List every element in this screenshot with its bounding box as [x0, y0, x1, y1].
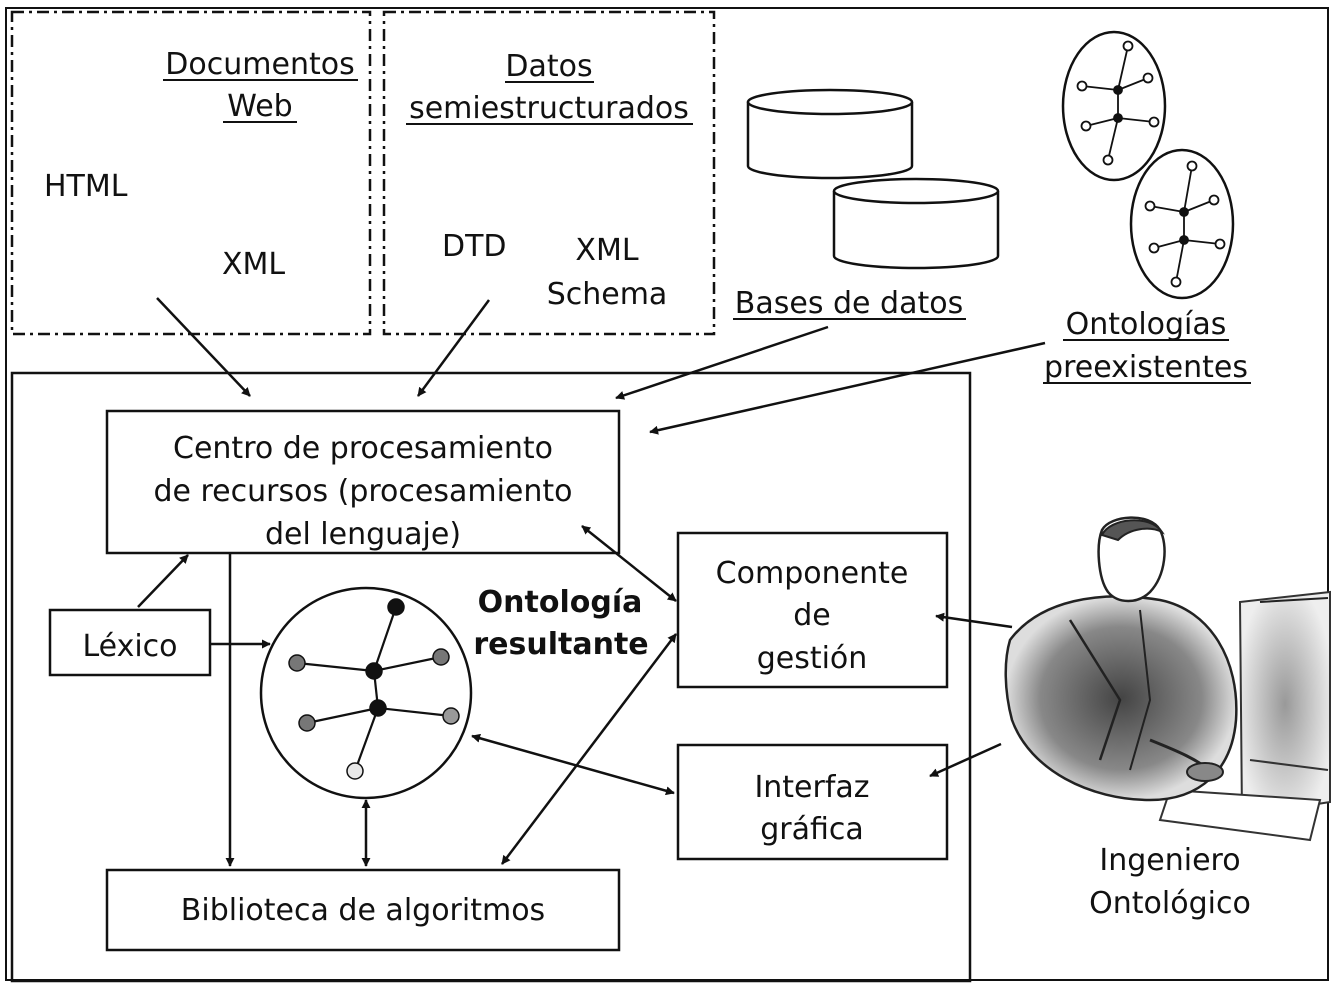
semistructured-data-group: Datos semiestructurados DTD XML Schema — [382, 10, 716, 336]
database-cylinder-icon — [746, 88, 914, 180]
management-component-line-1: Componente — [716, 556, 909, 591]
arrow-engineer-to-interface — [929, 742, 1002, 778]
arrow-library-management — [501, 633, 677, 865]
ontology-engineer-icon — [1004, 516, 1331, 842]
management-component-box: Componente de gestión — [676, 531, 949, 689]
lexicon-label: Léxico — [82, 629, 177, 664]
dtd-label: DTD — [442, 229, 507, 264]
arrow-ontology-interface — [471, 733, 675, 796]
algorithm-library-box: Biblioteca de algoritmos — [105, 868, 621, 952]
web-documents-group: Documentos Web HTML XML — [10, 10, 372, 336]
processing-center-box: Centro de procesamiento de recursos (pro… — [105, 409, 621, 555]
html-label: HTML — [44, 169, 128, 204]
database-cylinder-icon — [832, 177, 1000, 270]
resulting-ontology-label-2: resultante — [473, 627, 648, 662]
arrow-semistructured-to-center — [416, 299, 491, 397]
management-component-line-2: de — [793, 598, 831, 633]
processing-center-line-3: del lenguaje) — [265, 517, 461, 552]
processing-center-line-1: Centro de procesamiento — [173, 431, 553, 466]
resulting-ontology-label-1: Ontología — [478, 585, 643, 620]
web-documents-title-1: Documentos — [165, 47, 354, 82]
semistructured-data-box — [382, 10, 716, 336]
engineer-label-2: Ontológico — [1089, 886, 1251, 921]
resulting-ontology-graph-icon — [259, 586, 473, 800]
semistructured-title-2: semiestructurados — [409, 91, 689, 126]
arrow-lexicon-to-center — [137, 554, 189, 608]
web-documents-title-2: Web — [227, 89, 292, 124]
xml-schema-label-2: Schema — [547, 277, 668, 312]
graphical-interface-line-2: gráfica — [760, 812, 864, 847]
system-boundary — [10, 371, 972, 983]
algorithm-library-label: Biblioteca de algoritmos — [181, 893, 545, 928]
databases-label: Bases de datos — [735, 286, 963, 321]
ontology-graph-icon — [1129, 148, 1235, 300]
xml-label: XML — [222, 247, 285, 282]
arrow-databases-to-center — [615, 325, 829, 400]
arrow-web-docs-to-center — [156, 297, 251, 397]
engineer-label-1: Ingeniero — [1099, 843, 1240, 878]
preexisting-ontologies-label-1: Ontologías — [1066, 307, 1227, 342]
semistructured-title-1: Datos — [505, 49, 592, 84]
arrow-center-management — [581, 525, 677, 602]
lexicon-box: Léxico — [48, 608, 212, 677]
preexisting-ontologies-label-2: preexistentes — [1044, 350, 1248, 385]
ontology-graph-icon — [1061, 30, 1167, 182]
processing-center-line-2: de recursos (procesamiento — [153, 474, 572, 509]
arrow-ontologies-to-center — [649, 341, 1046, 435]
graphical-interface-box: Interfaz gráfica — [676, 743, 949, 861]
arrow-engineer-to-management — [935, 612, 1013, 629]
databases-group: Bases de datos — [733, 88, 1000, 321]
connectors — [137, 297, 1046, 867]
graphical-interface-line-1: Interfaz — [754, 770, 869, 805]
xml-schema-label-1: XML — [575, 233, 638, 268]
management-component-line-3: gestión — [757, 641, 868, 676]
preexisting-ontologies-group: Ontologías preexistentes — [1043, 30, 1251, 385]
